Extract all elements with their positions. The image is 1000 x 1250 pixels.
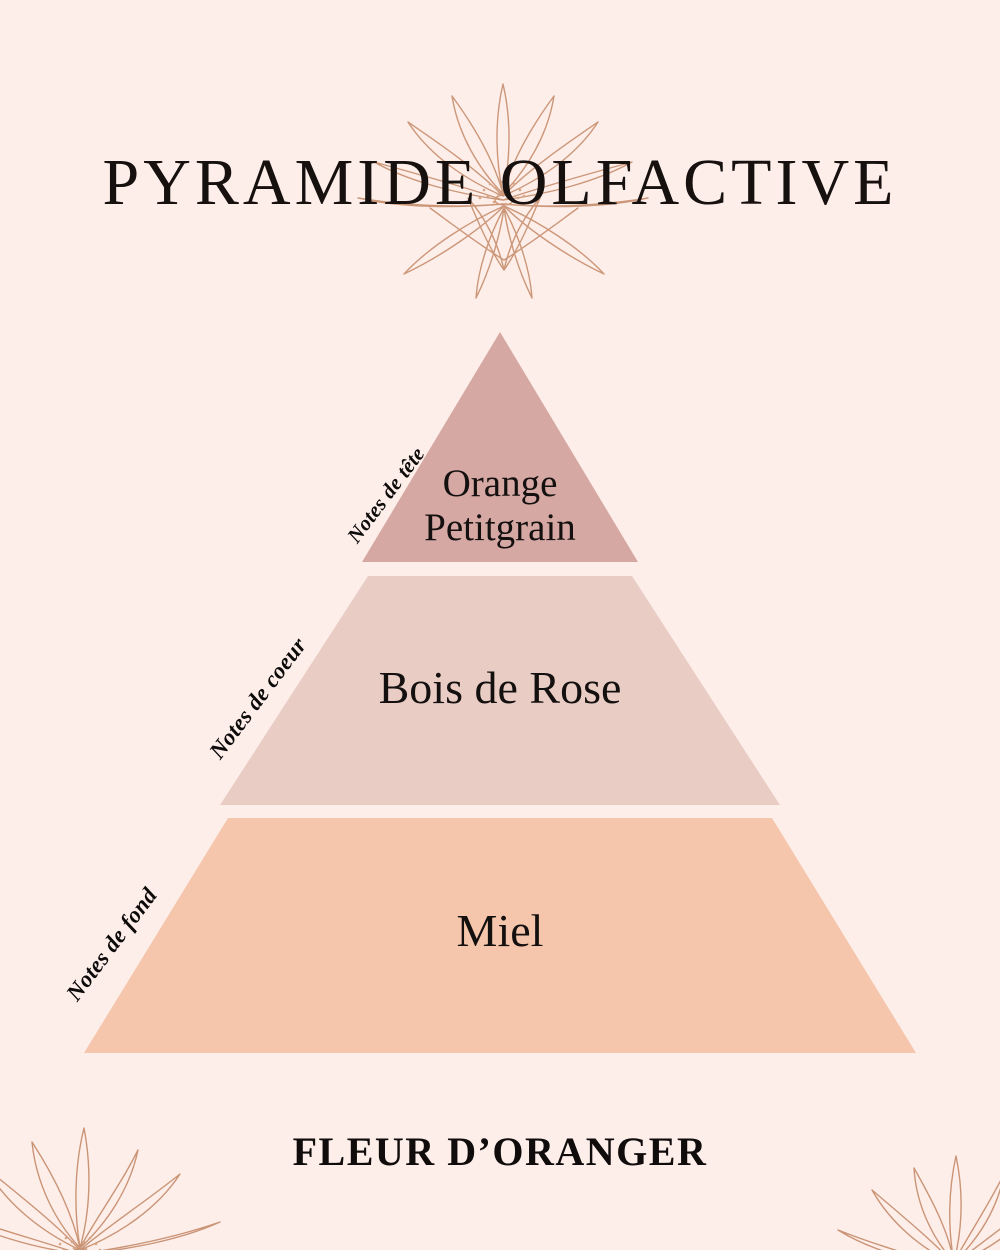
page-title: PYRAMIDE OLFACTIVE [102, 146, 898, 219]
pyramid-tier-base-notes[interactable] [84, 818, 916, 1053]
footer-title: FLEUR D’ORANGER [292, 1129, 708, 1174]
pyramid-tier-top-notes[interactable] [362, 332, 638, 562]
pyramid-tier-heart-notes[interactable] [220, 576, 780, 805]
